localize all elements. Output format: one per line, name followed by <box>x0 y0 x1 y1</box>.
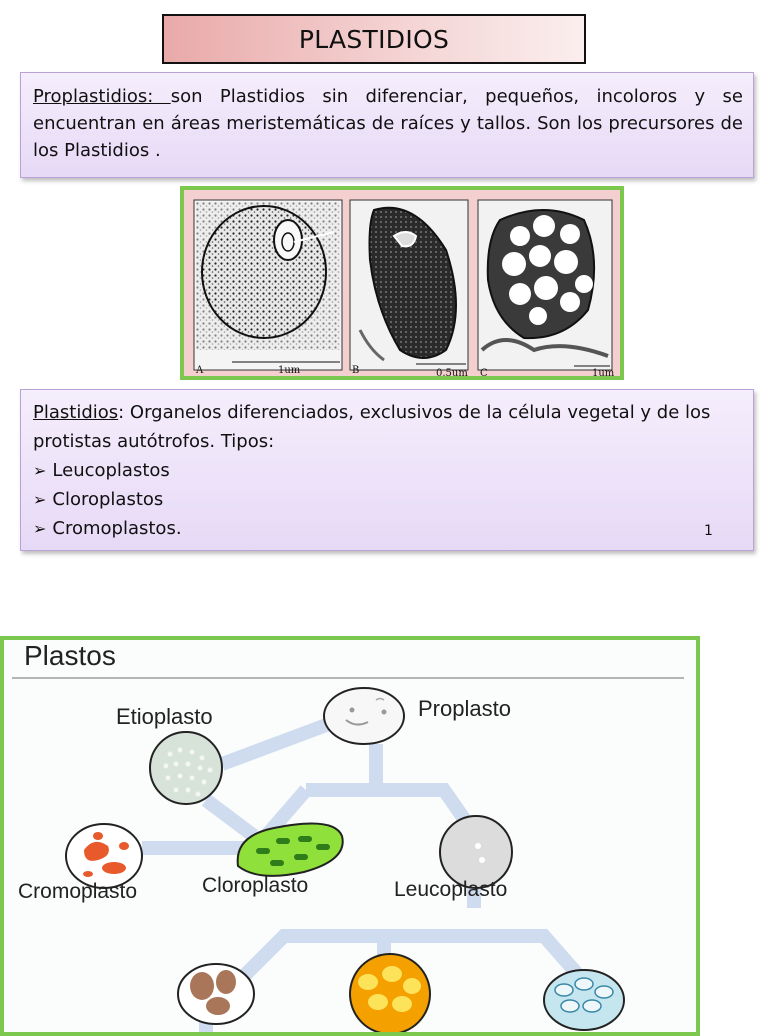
page-title: PLASTIDIOS <box>298 24 450 54</box>
plastidios-label: Plastidios <box>33 402 119 423</box>
proplasto-label: Proplasto <box>418 696 511 721</box>
proplastidios-text: son Plastidios sin diferenciar, pequeños… <box>33 86 743 161</box>
micrograph-c-letter: C <box>480 368 488 376</box>
proplastidios-label: Proplastidios: <box>33 86 171 107</box>
etioplasto-label: Etioplasto <box>116 704 213 729</box>
plastidios-text: : Organelos diferenciados, exclusivos de… <box>33 402 711 452</box>
list-item: ➢Leucoplastos <box>33 456 743 485</box>
micrograph-a-letter: A <box>195 365 204 376</box>
micrograph-frame: A 1um B 0.5um C 1um <box>180 186 624 380</box>
arrow-bullet-icon: ➢ <box>33 519 47 538</box>
micrograph-c <box>477 199 613 371</box>
cloroplasto-label: Cloroplasto <box>202 874 309 897</box>
amiloplasto-icon <box>543 969 625 1031</box>
micrograph-panels: A 1um B 0.5um C 1um <box>193 199 615 379</box>
proplastidios-card: Proplastidios: son Plastidios sin difere… <box>20 72 754 178</box>
proplasto-icon <box>323 687 405 745</box>
elaioplasto-icon <box>349 953 431 1032</box>
plastidios-card: Plastidios: Organelos diferenciados, exc… <box>20 389 754 551</box>
arrow-bullet-icon: ➢ <box>33 490 47 509</box>
plastos-diagram-graphic <box>12 677 684 1032</box>
diagram-title: Plastos <box>24 640 116 671</box>
micrograph-b-scale: 0.5um <box>436 368 468 376</box>
micrograph-b <box>349 199 469 371</box>
leucoplasto-label: Leucoplasto <box>394 878 508 901</box>
plastos-diagram: Plastos <box>0 636 700 1036</box>
micrograph-b-letter: B <box>352 365 359 376</box>
arrow-bullet-icon: ➢ <box>33 461 47 480</box>
page-number: 1 <box>704 523 713 539</box>
page-title-box: PLASTIDIOS <box>162 14 586 64</box>
list-item: ➢Cromoplastos. <box>33 514 743 543</box>
list-item: ➢Cloroplastos <box>33 485 743 514</box>
cromoplasto-icon <box>65 823 143 889</box>
plastid-types-list: ➢Leucoplastos ➢Cloroplastos ➢Cromoplasto… <box>33 456 743 543</box>
plastidios-definition: Plastidios: Organelos diferenciados, exc… <box>33 398 743 456</box>
etioplasto-icon <box>149 731 223 805</box>
micrograph-c-scale: 1um <box>592 368 615 376</box>
cromoplasto-label: Cromoplasto <box>18 880 138 903</box>
leucoplasto-icon <box>439 815 513 889</box>
proteinoplasto-icon <box>177 963 255 1025</box>
micrograph-a <box>193 199 343 371</box>
micrograph-a-scale: 1um <box>278 365 301 376</box>
cloroplasto-icon <box>236 822 344 877</box>
